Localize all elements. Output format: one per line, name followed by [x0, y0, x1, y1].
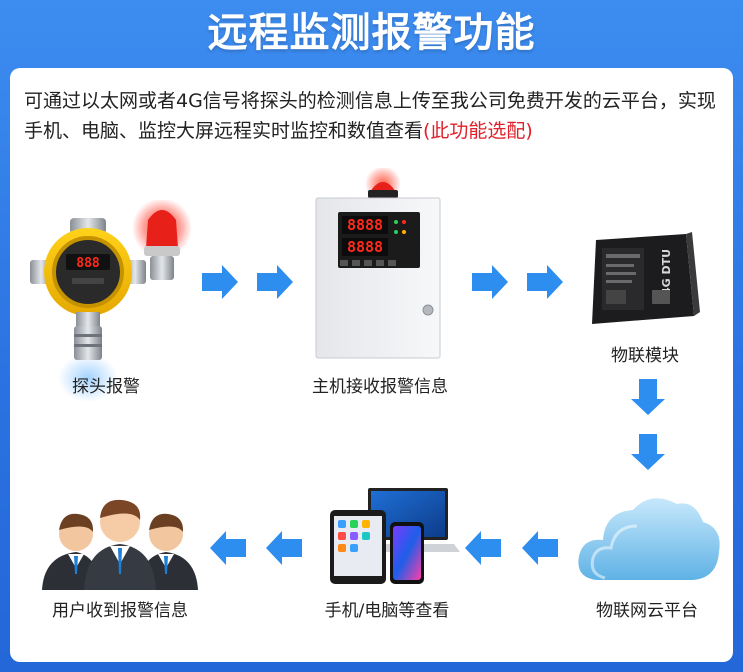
dtu-label: 4G DTU — [660, 249, 673, 295]
iot-module-illustration: 4G DTU — [592, 232, 700, 324]
arrow-left-icon — [266, 531, 302, 565]
description-main: 可通过以太网或者4G信号将探头的检测信息上传至我公司免费开发的云平台，实现手机、… — [24, 90, 716, 142]
arrow-right-icon — [472, 265, 508, 299]
arrow-right-icon — [527, 265, 563, 299]
arrow-down-icon — [631, 379, 665, 415]
arrow-right-icon — [257, 265, 293, 299]
probe-label: 探头报警 — [72, 377, 140, 397]
host-display-2: 8888 — [347, 238, 383, 256]
users-label: 用户收到报警信息 — [52, 601, 188, 621]
devices-label: 手机/电脑等查看 — [324, 601, 450, 621]
host-label: 主机接收报警信息 — [312, 377, 448, 397]
devices-illustration — [330, 488, 460, 584]
arrow-right-icon — [202, 265, 238, 299]
optional-feature-note: (此功能选配) — [423, 120, 533, 142]
cloud-label: 物联网云平台 — [596, 601, 698, 621]
arrow-left-icon — [522, 531, 558, 565]
host-controller-illustration: 8888 8888 — [315, 168, 441, 359]
users-group-icon — [42, 499, 198, 590]
page-title: 远程监测报警功能 — [207, 10, 536, 56]
host-display-1: 8888 — [347, 216, 383, 234]
probe-alarm-illustration: 888 — [30, 200, 192, 402]
iot-module-label: 物联模块 — [611, 346, 679, 366]
description-text: 可通过以太网或者4G信号将探头的检测信息上传至我公司免费开发的云平台，实现手机、… — [24, 86, 724, 146]
arrow-left-icon — [210, 531, 246, 565]
cloud-platform-icon — [578, 498, 720, 580]
arrow-down-icon — [631, 434, 665, 470]
probe-display-digits: 888 — [76, 256, 100, 271]
arrow-left-icon — [465, 531, 501, 565]
